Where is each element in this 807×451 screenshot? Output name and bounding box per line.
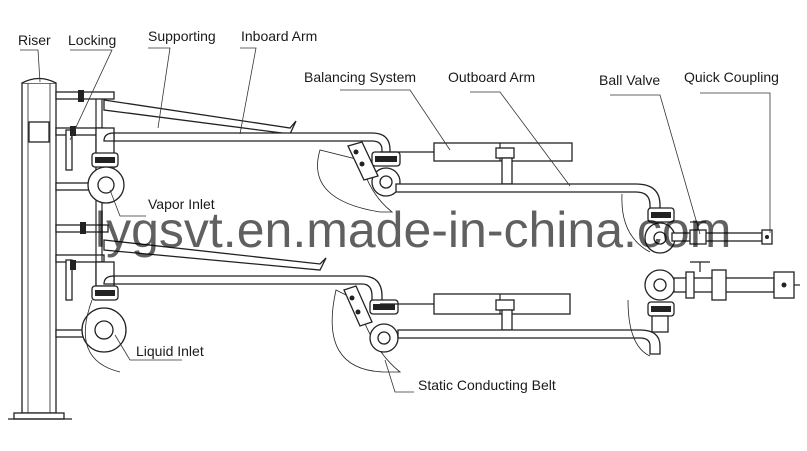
supporting-strut-upper (103, 99, 297, 135)
label-ball-valve: Ball Valve (599, 72, 660, 88)
label-riser: Riser (18, 32, 51, 48)
outboard-arm-lower (397, 329, 661, 355)
inboard-arm-upper (113, 132, 391, 155)
label-supporting: Supporting (148, 28, 216, 44)
leader-lines (20, 47, 771, 393)
label-locking: Locking (68, 32, 116, 48)
inboard-arm-lower (113, 275, 383, 303)
vapor-arm-assembly (87, 99, 773, 254)
label-balancing-system: Balancing System (304, 69, 416, 85)
label-vapor-inlet: Vapor Inlet (148, 196, 215, 212)
label-outboard-arm: Outboard Arm (448, 69, 535, 85)
label-quick-coupling: Quick Coupling (684, 69, 779, 85)
label-inboard-arm: Inboard Arm (241, 28, 317, 44)
label-liquid-inlet: Liquid Inlet (136, 343, 204, 359)
ball-valve-lower (711, 269, 727, 301)
riser-column (8, 77, 72, 420)
watermark: lygsvt.en.made-in-china.com (95, 202, 731, 258)
label-static-conducting-belt: Static Conducting Belt (418, 377, 556, 393)
liquid-arm-assembly (81, 239, 800, 373)
supporting-strut-lower (103, 239, 327, 271)
